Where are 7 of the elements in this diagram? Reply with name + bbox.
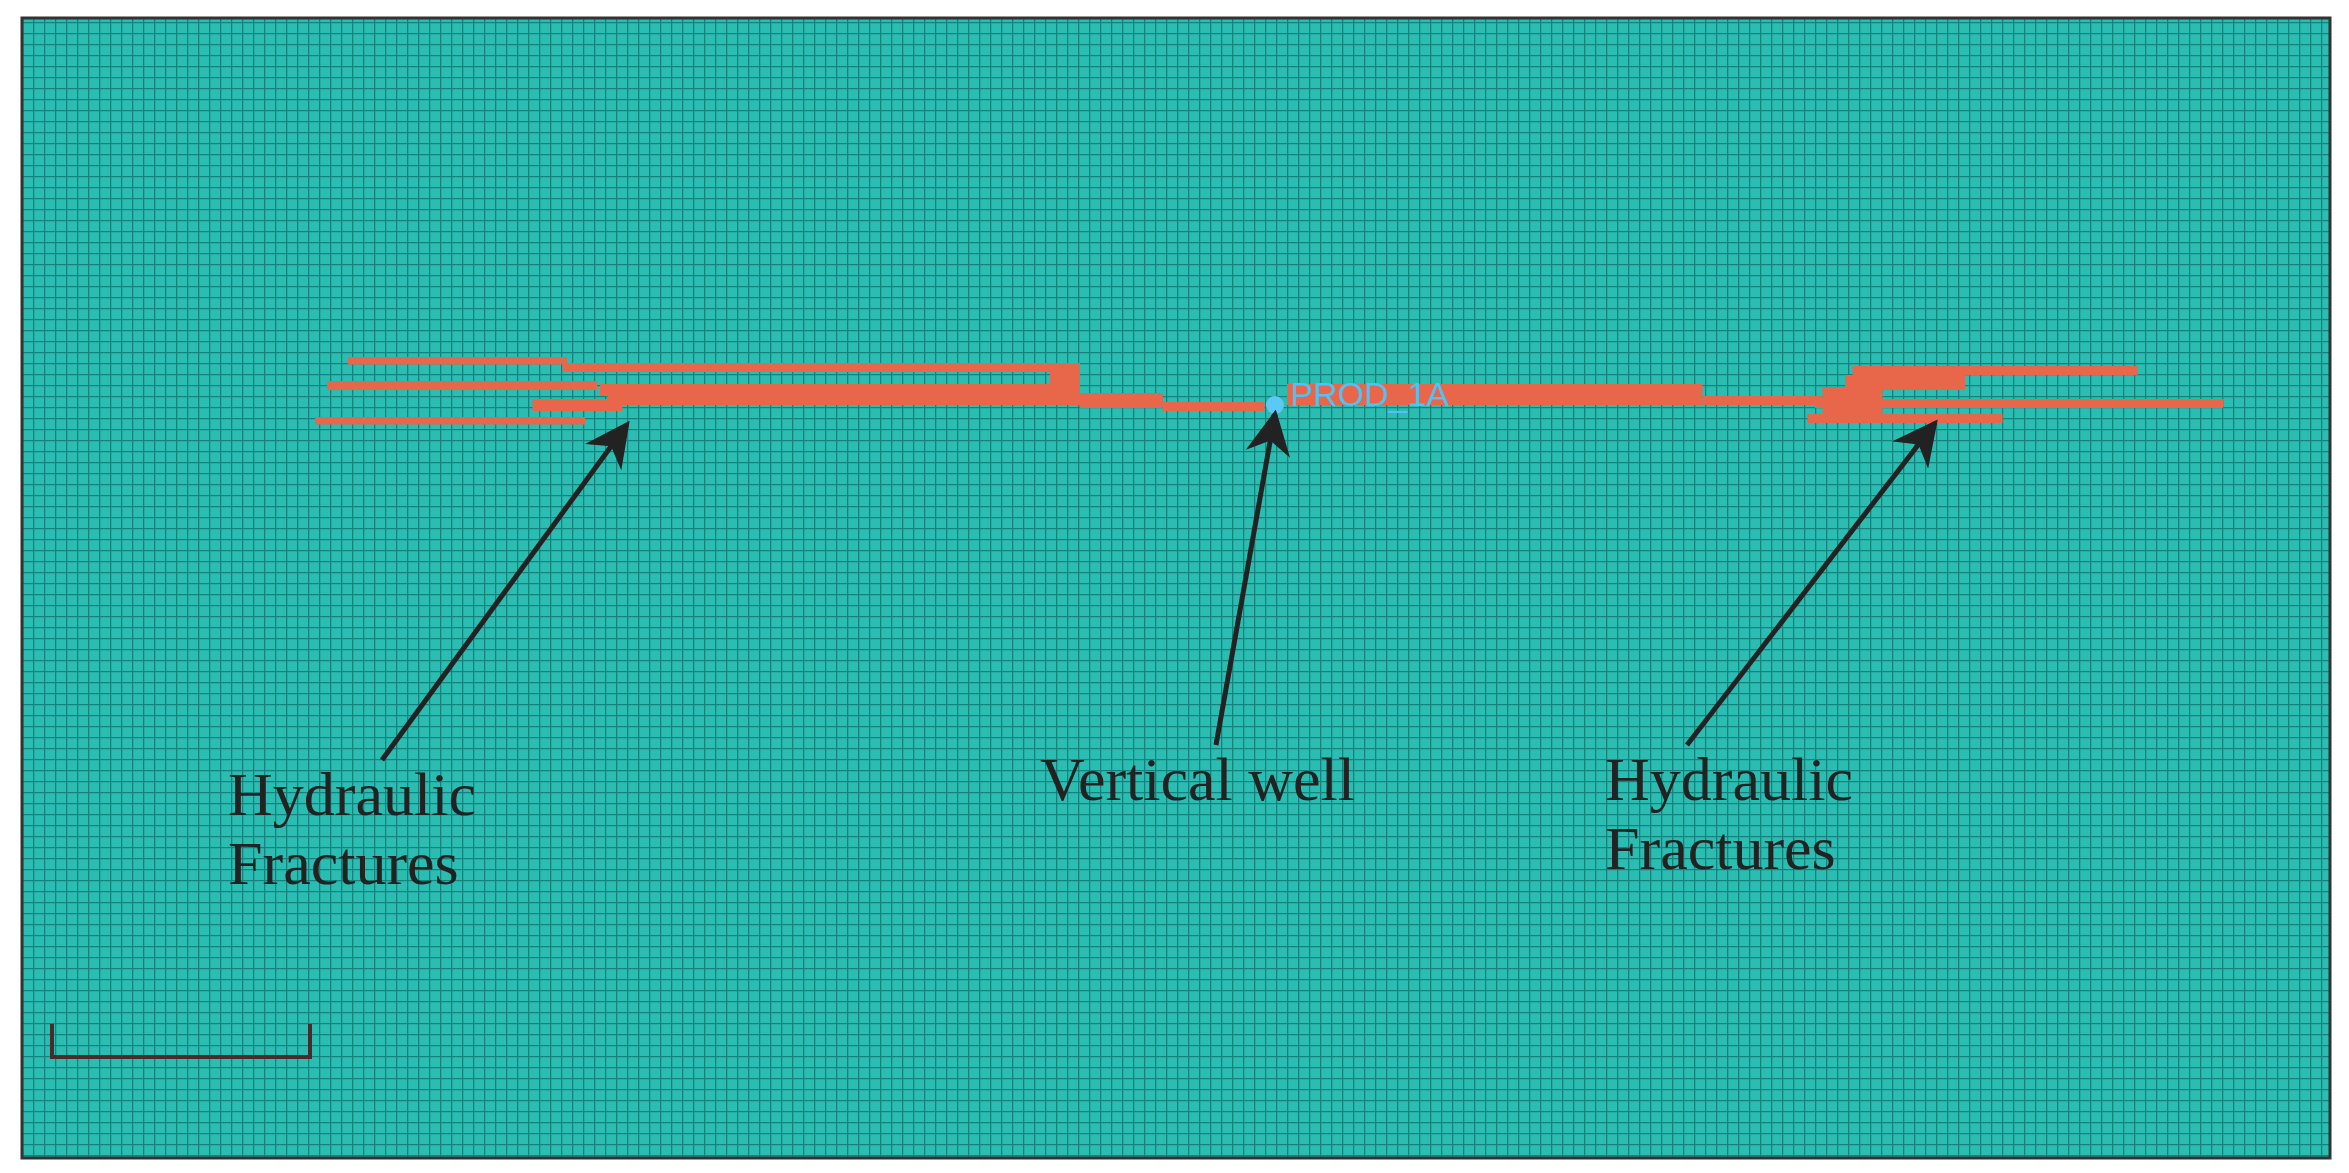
well-name-label: PROD_1A bbox=[1290, 375, 1449, 414]
callout-text: Hydraulic Fractures bbox=[1605, 745, 1854, 884]
fracture-drawing bbox=[315, 357, 1265, 425]
fracture-drawing bbox=[1287, 366, 2223, 423]
callout-text: Hydraulic Fractures bbox=[228, 760, 477, 899]
callout-text: Vertical well bbox=[1040, 745, 1357, 815]
well-marker bbox=[1266, 396, 1284, 414]
